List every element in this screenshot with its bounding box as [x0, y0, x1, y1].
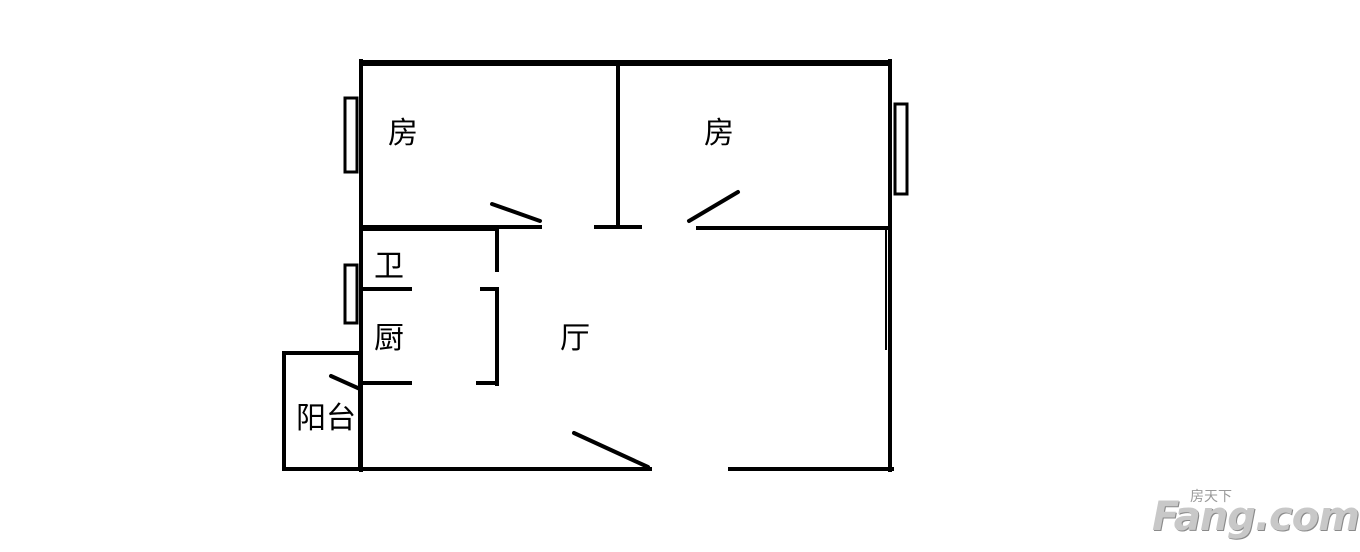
left-bedroom-window	[343, 96, 359, 174]
living-room-label: 厅	[560, 321, 590, 356]
right-bedroom-label: 房	[704, 116, 734, 151]
bathroom-label: 卫	[374, 249, 404, 284]
watermark-brand-text: Fang.com	[1152, 494, 1360, 540]
left-bedroom-door	[490, 202, 542, 223]
left-bedroom-label: 房	[388, 116, 418, 151]
entrance-door	[572, 431, 650, 469]
right-bedroom-door	[687, 190, 740, 223]
balcony-door	[329, 374, 362, 391]
bathroom-window	[343, 263, 359, 325]
right-bedroom-window	[893, 102, 909, 196]
watermark-small-text: 房天下	[1190, 489, 1232, 505]
fang-watermark-logo: 房天下 Fang.com	[1152, 486, 1360, 542]
kitchen-label: 厨	[374, 321, 404, 356]
balcony-label: 阳台	[296, 401, 356, 436]
